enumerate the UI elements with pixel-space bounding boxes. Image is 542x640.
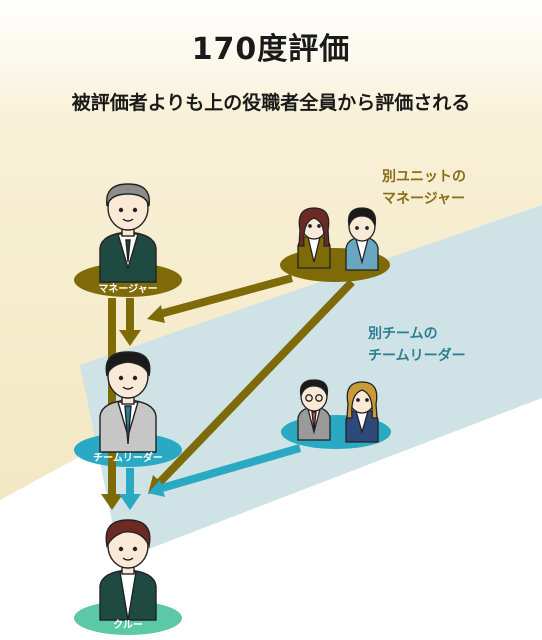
other-team-leader-label-line1: 別チームの bbox=[368, 326, 438, 342]
other-unit-manager-label-line2: マネージャー bbox=[382, 191, 466, 207]
crew-role-label: クルー bbox=[113, 619, 143, 631]
manager-figure bbox=[99, 183, 157, 283]
other-team-leaders bbox=[297, 379, 379, 443]
arrow-other-manager-to-leader bbox=[158, 274, 294, 318]
arrow-other-leader-to-crew bbox=[160, 444, 302, 492]
arrow-manager-to-leader-head bbox=[119, 330, 141, 346]
arrow-other-manager-to-leader-head bbox=[147, 305, 165, 323]
page-title: 170度評価 bbox=[191, 32, 351, 67]
team-leader-figure bbox=[99, 351, 157, 453]
other-team-leader-label-line2: チームリーダー bbox=[368, 348, 466, 364]
team-leader-role-label: チームリーダー bbox=[93, 451, 163, 464]
arrow-other-leader-to-crew-head bbox=[148, 480, 165, 497]
arrow-other-manager-to-crew bbox=[157, 279, 355, 485]
manager-role-label: マネージャー bbox=[98, 283, 157, 295]
other-unit-manager-label: 別ユニットの マネージャー bbox=[382, 166, 466, 210]
page-subtitle: 被評価者よりも上の役職者全員から評価される bbox=[71, 92, 471, 114]
other-unit-manager-label-line1: 別ユニットの bbox=[382, 169, 466, 185]
arrows bbox=[101, 274, 355, 510]
crew-figure bbox=[99, 519, 157, 621]
arrow-manager-to-crew-head bbox=[101, 494, 123, 510]
other-unit-managers bbox=[297, 207, 379, 271]
arrow-leader-to-crew-head bbox=[119, 494, 141, 510]
other-team-leader-label: 別チームの チームリーダー bbox=[368, 323, 466, 367]
